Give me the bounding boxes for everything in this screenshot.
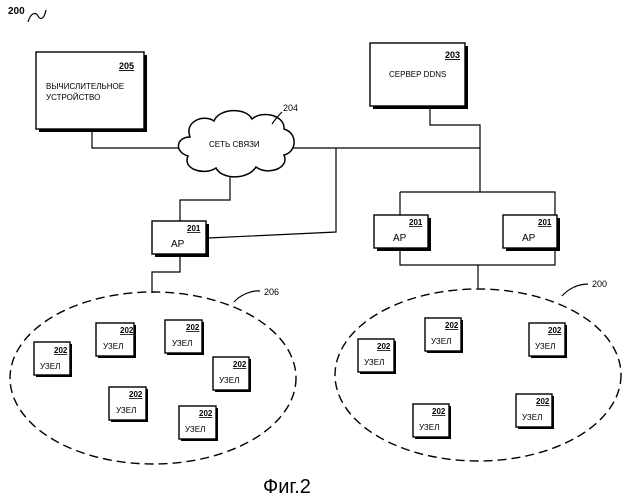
node-label: УЗЕЛ [535, 342, 555, 351]
mesh-network-left: 206 202 УЗЕЛ 202 УЗЕЛ 202 УЗЕЛ 202 УЗЕЛ [10, 287, 296, 464]
node-ref: 202 [199, 409, 213, 418]
network-label: СЕТЬ СВЯЗИ [209, 140, 260, 149]
node: 202 УЗЕЛ [165, 320, 204, 355]
network-ref: 204 [283, 103, 298, 113]
node-ref: 202 [129, 390, 143, 399]
wire-network-ap-left [180, 172, 230, 222]
figure-caption: Фиг.2 [263, 476, 311, 498]
mesh-network-right: 200 202 УЗЕЛ 202 УЗЕЛ 202 УЗЕЛ 202 УЗЕЛ [335, 279, 621, 461]
node: 202 УЗЕЛ [425, 318, 463, 353]
node-ref: 202 [536, 397, 550, 406]
wire-server-bus [430, 108, 480, 192]
node: 202 УЗЕЛ [179, 406, 218, 441]
computing-device-ref: 205 [119, 61, 134, 71]
ddns-server-ref: 203 [445, 50, 460, 60]
ap-ref: 201 [187, 224, 201, 233]
node-ref: 202 [233, 360, 247, 369]
node-label: УЗЕЛ [40, 362, 60, 371]
mesh-right-ref: 200 [592, 279, 607, 289]
access-point: 201 AP [503, 215, 560, 251]
node-label: УЗЕЛ [103, 342, 123, 351]
node: 202 УЗЕЛ [34, 342, 72, 377]
network-cloud: СЕТЬ СВЯЗИ 204 [178, 103, 298, 177]
wire-to-mesh-left [152, 255, 180, 293]
computing-device: 205 ВЫЧИСЛИТЕЛЬНОЕ УСТРОЙСТВО [36, 52, 147, 132]
node: 202 УЗЕЛ [109, 387, 148, 422]
mesh-right-ref-leader [562, 284, 588, 296]
node: 202 УЗЕЛ [96, 323, 136, 358]
node-label: УЗЕЛ [219, 376, 239, 385]
ap-ref: 201 [409, 218, 423, 227]
mesh-left-ref-leader [234, 291, 260, 302]
wire-bus-right-aps [400, 192, 555, 215]
mesh-left-ref: 206 [264, 287, 279, 297]
node: 202 УЗЕЛ [213, 357, 251, 392]
wire-device-network [92, 130, 185, 148]
ap-label: AP [522, 233, 536, 244]
node-label: УЗЕЛ [185, 425, 205, 434]
node-ref: 202 [432, 407, 446, 416]
node-label: УЗЕЛ [364, 358, 384, 367]
node: 202 УЗЕЛ [516, 394, 554, 429]
computing-device-label-1: ВЫЧИСЛИТЕЛЬНОЕ [46, 82, 124, 91]
node-ref: 202 [54, 346, 68, 355]
computing-device-label-2: УСТРОЙСТВО [46, 93, 100, 102]
node-ref: 202 [377, 342, 391, 351]
node: 202 УЗЕЛ [413, 404, 451, 439]
ddns-server: 203 СЕРВЕР DDNS [370, 43, 468, 109]
access-point: 201 AP [374, 215, 431, 251]
ap-ref: 201 [538, 218, 552, 227]
node-label: УЗЕЛ [116, 406, 136, 415]
node-label: УЗЕЛ [431, 337, 451, 346]
node-label: УЗЕЛ [172, 339, 192, 348]
node: 202 УЗЕЛ [358, 339, 396, 374]
ap-label: AP [393, 233, 407, 244]
ddns-server-label: СЕРВЕР DDNS [389, 70, 446, 79]
node-label: УЗЕЛ [522, 413, 542, 422]
figure-ref-squiggle [28, 10, 46, 22]
connection-lines [92, 108, 555, 293]
node-ref: 202 [186, 323, 200, 332]
node: 202 УЗЕЛ [529, 323, 567, 358]
node-ref: 202 [548, 326, 562, 335]
node-ref: 202 [120, 326, 134, 335]
node-label: УЗЕЛ [419, 423, 439, 432]
access-point: 201 AP [152, 221, 209, 257]
figure-ref: 200 [8, 6, 25, 17]
node-ref: 202 [445, 321, 459, 330]
ap-label: AP [171, 239, 185, 250]
